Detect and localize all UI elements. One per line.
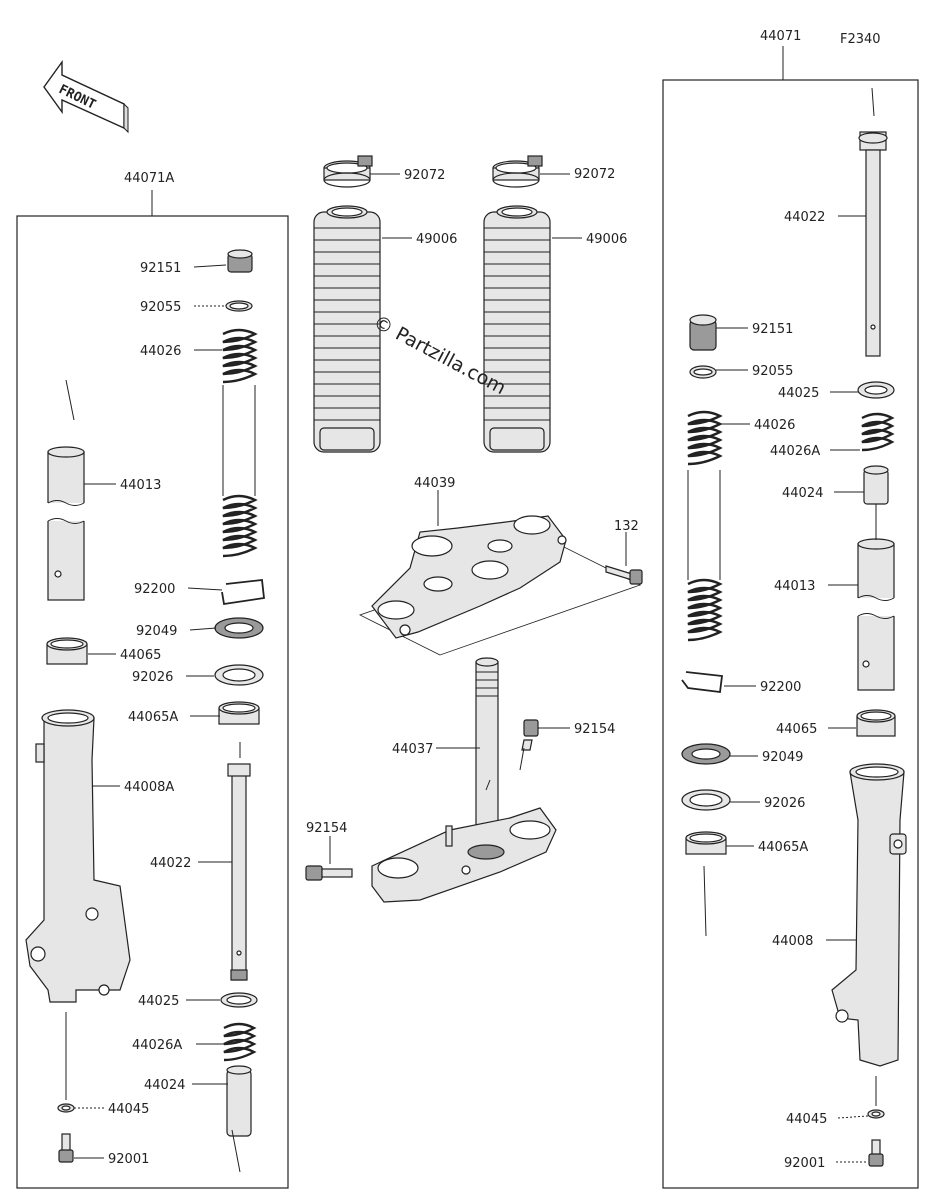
inner-tube-44013-left-part	[45, 446, 87, 601]
callout-92151-right: 92151	[752, 322, 793, 337]
washer-92026-right-part	[681, 789, 731, 811]
callout-49006-right: 49006	[586, 232, 627, 247]
piece-44024-right-part	[863, 465, 889, 505]
spring-44026-right-part	[687, 410, 723, 642]
callout-44026A-right: 44026A	[770, 444, 820, 459]
callout-44008A: 44008A	[124, 780, 174, 795]
spring-44026A-left-part	[223, 1022, 257, 1062]
piece-44024-left-part	[226, 1065, 252, 1137]
o-ring-92055-right-part	[689, 365, 717, 379]
callout-92055-right: 92055	[752, 364, 793, 379]
oil-seal-92049-left-part	[214, 617, 264, 639]
callout-44025-left: 44025	[138, 994, 179, 1009]
group-label-right: 44071	[760, 29, 801, 44]
cap-bolt-92151-right-part	[689, 314, 717, 351]
spring-44026A-right-part	[861, 412, 895, 452]
right-assembly-group: 44071	[662, 29, 919, 1189]
callout-92154-lower: 92154	[306, 821, 347, 836]
callout-92026-left: 92026	[132, 670, 173, 685]
callout-44024-right: 44024	[782, 486, 823, 501]
oil-seal-92049-right-part	[681, 743, 731, 765]
callout-44024-left: 44024	[144, 1078, 185, 1093]
inner-tube-44013-right-part	[855, 538, 897, 691]
ring-44025-right-part	[857, 381, 895, 399]
bolt-92154-upper-part	[521, 719, 539, 751]
steering-stem-part	[475, 657, 499, 853]
damper-rod-44022-right-part	[858, 131, 888, 357]
spring-44026-left-part	[222, 328, 258, 558]
lower-triple-clamp-part	[371, 807, 557, 903]
callout-92001-right: 92001	[784, 1156, 825, 1171]
callout-44026A-left: 44026A	[132, 1038, 182, 1053]
callout-132: 132	[614, 519, 639, 534]
fork-boot-right-part	[483, 205, 551, 453]
callout-92072-right: 92072	[574, 167, 615, 182]
callout-44065A-right: 44065A	[758, 840, 808, 855]
callout-44039: 44039	[414, 476, 455, 491]
washer-92026-left-part	[214, 664, 264, 686]
circlip-92200-right-part	[681, 671, 724, 694]
washer-44045-right-part	[867, 1109, 885, 1119]
bush-44065A-right-part	[685, 831, 727, 855]
front-arrow-icon: FRONT	[43, 59, 129, 134]
callout-44037: 44037	[392, 742, 433, 757]
upper-triple-clamp-part	[358, 515, 642, 656]
callout-92055-left: 92055	[140, 300, 181, 315]
outer-tube-44008A-left-part	[25, 709, 131, 1003]
callout-44013-right: 44013	[774, 579, 815, 594]
damper-rod-44022-left-part	[227, 763, 251, 981]
callout-44045-right: 44045	[786, 1112, 827, 1127]
callout-49006-left: 49006	[416, 232, 457, 247]
callout-92200-left: 92200	[134, 582, 175, 597]
callout-44065A-left: 44065A	[128, 710, 178, 725]
callout-44045-left: 44045	[108, 1102, 149, 1117]
o-ring-92055-left-part	[225, 300, 253, 312]
fork-boot-left-part	[313, 205, 381, 453]
callout-92200-right: 92200	[760, 680, 801, 695]
guide-lines	[65, 87, 877, 1173]
boot-clamp-left-part	[323, 155, 373, 188]
washer-44045-left-part	[57, 1103, 75, 1113]
ring-44025-left-part	[220, 992, 258, 1008]
outer-tube-44008-right-part	[831, 763, 907, 1067]
bolt-92001-right-part	[868, 1139, 884, 1167]
cap-bolt-92151-left-part	[227, 249, 253, 273]
callout-92072-left: 92072	[404, 168, 445, 183]
callout-92151-left: 92151	[140, 261, 181, 276]
callout-44025-right: 44025	[778, 386, 819, 401]
circlip-92200-left-part	[221, 579, 265, 606]
callout-44008: 44008	[772, 934, 813, 949]
callout-92049-left: 92049	[136, 624, 177, 639]
callout-44065-right: 44065	[776, 722, 817, 737]
callout-leaders	[74, 173, 869, 1163]
bush-44065-right-part	[856, 709, 896, 737]
callout-44026-left: 44026	[140, 344, 181, 359]
bolt-92001-left-part	[58, 1133, 74, 1163]
bolt-92154-lower-part	[305, 865, 353, 881]
callout-44026-right: 44026	[754, 418, 795, 433]
diagram-code: F2340	[840, 32, 881, 47]
callout-92026-right: 92026	[764, 796, 805, 811]
callout-92049-right: 92049	[762, 750, 803, 765]
boot-clamp-right-part	[492, 155, 543, 188]
callout-44022-right: 44022	[784, 210, 825, 225]
callout-44013-left: 44013	[120, 478, 161, 493]
callout-92154-upper: 92154	[574, 722, 615, 737]
callout-44065-left: 44065	[120, 648, 161, 663]
callout-92001-left: 92001	[108, 1152, 149, 1167]
left-assembly-group: 44071A	[16, 171, 289, 1189]
bush-44065-left-part	[46, 637, 88, 665]
bush-44065A-left-part	[218, 701, 260, 725]
bolt-132-part	[605, 565, 643, 585]
callout-44022-left: 44022	[150, 856, 191, 871]
group-label-left: 44071A	[124, 171, 174, 186]
